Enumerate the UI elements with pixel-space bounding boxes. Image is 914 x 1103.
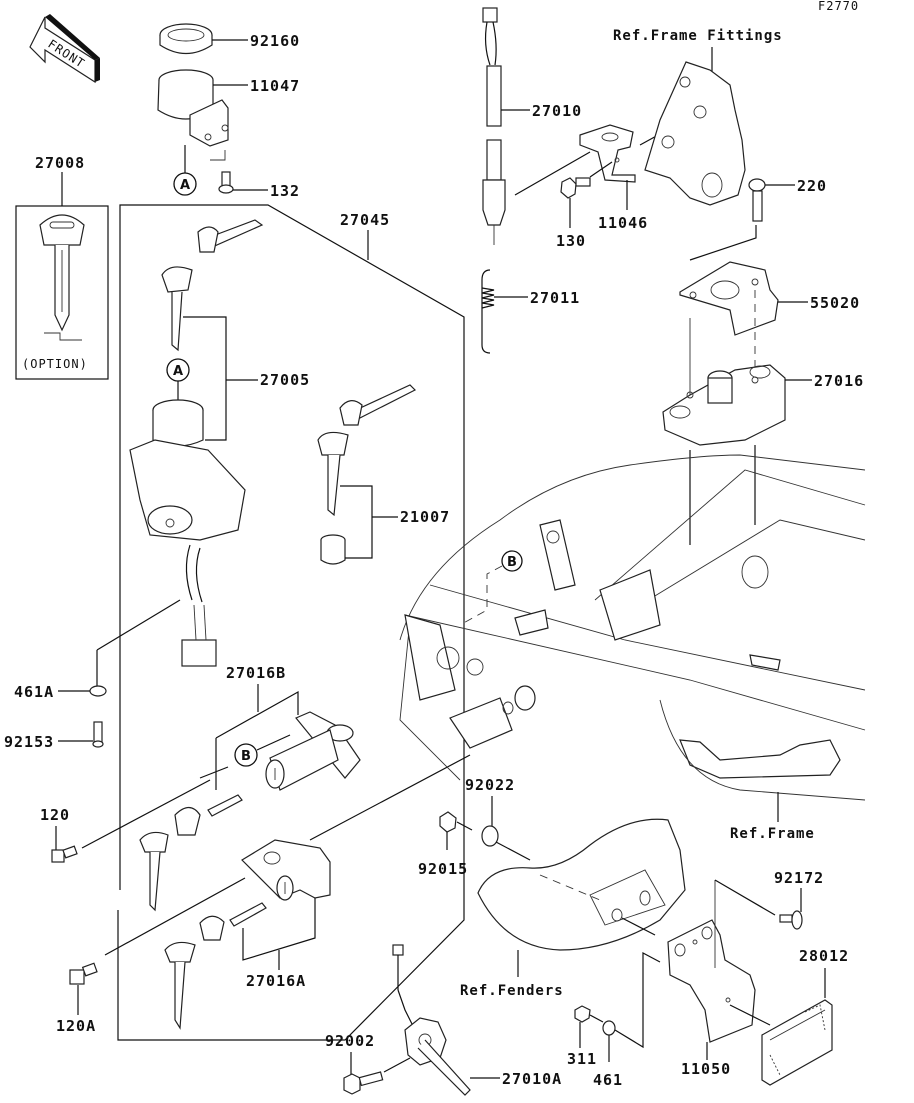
option-key-box — [15, 205, 109, 380]
label-27045: 27045 — [340, 211, 390, 229]
svg-text:A: A — [180, 178, 190, 193]
part-27005-keys — [161, 219, 264, 352]
svg-text:B: B — [241, 749, 251, 764]
figure-code: F2770 — [818, 0, 859, 13]
label-120a: 120A — [56, 1017, 96, 1035]
part-27016a-lock — [241, 839, 331, 901]
part-120-screw — [51, 845, 78, 863]
label-92022: 92022 — [465, 776, 515, 794]
label-92172: 92172 — [774, 869, 824, 887]
label-27005: 27005 — [260, 371, 310, 389]
ref-frame-label: Ref.Frame — [730, 826, 815, 842]
option-label: (OPTION) — [22, 357, 88, 371]
part-130-bolt — [560, 177, 591, 199]
label-27008: 27008 — [35, 154, 85, 172]
label-92160: 92160 — [250, 32, 300, 50]
label-92002: 92002 — [325, 1032, 375, 1050]
svg-text:B: B — [507, 555, 517, 570]
kit-27045-outline — [117, 204, 465, 1041]
part-132-screw — [218, 171, 234, 194]
frame-fitting-bracket — [644, 61, 746, 206]
part-27016-lock — [662, 364, 786, 446]
label-55020: 55020 — [810, 294, 860, 312]
fender-ref-part — [477, 818, 686, 951]
front-arrow-icon: FRONT — [29, 14, 100, 84]
label-27016b: 27016B — [226, 664, 286, 682]
part-27010-switch — [482, 7, 506, 245]
part-311-nut — [574, 1005, 591, 1023]
label-28012: 28012 — [799, 947, 849, 965]
marker-b-frame — [501, 550, 523, 572]
frame-assembly — [399, 454, 866, 801]
label-220: 220 — [797, 177, 827, 195]
label-27010: 27010 — [532, 102, 582, 120]
part-92153-bolt — [92, 721, 104, 748]
part-11046-bracket — [579, 124, 636, 183]
part-92015-nut — [439, 811, 457, 833]
part-220-screw — [748, 178, 766, 222]
ref-frame-fittings-label: Ref.Frame Fittings — [613, 28, 783, 44]
key-blank-icon — [39, 214, 85, 341]
label-11046: 11046 — [598, 214, 648, 232]
part-27016b-lock — [265, 711, 361, 791]
part-92172-screw — [779, 910, 803, 930]
ref-fenders-label: Ref.Fenders — [460, 983, 564, 999]
label-132: 132 — [270, 182, 300, 200]
part-11047-holder — [157, 69, 229, 147]
marker-a-top — [173, 172, 197, 196]
label-11047: 11047 — [250, 77, 300, 95]
part-55020-plate — [679, 261, 779, 336]
marker-b-lock — [234, 743, 258, 767]
label-27016a: 27016A — [246, 972, 306, 990]
label-27016: 27016 — [814, 372, 864, 390]
label-461a: 461A — [14, 683, 54, 701]
part-92022-washer — [481, 825, 499, 847]
label-120: 120 — [40, 806, 70, 824]
label-461: 461 — [593, 1071, 623, 1089]
part-27011-spring — [481, 269, 495, 354]
part-120a-screw — [69, 962, 98, 985]
svg-text:A: A — [173, 364, 183, 379]
label-92153: 92153 — [4, 733, 54, 751]
label-92015: 92015 — [418, 860, 468, 878]
part-ignition-switch — [129, 399, 246, 667]
part-461-washer — [602, 1020, 616, 1036]
part-27016b-keys — [139, 794, 243, 912]
part-92002-bolt — [343, 1071, 384, 1095]
part-28012-reflector — [761, 999, 833, 1086]
label-27010a: 27010A — [502, 1070, 562, 1088]
part-461a-washer — [89, 685, 107, 697]
label-130: 130 — [556, 232, 586, 250]
label-311: 311 — [567, 1050, 597, 1068]
part-92160-cap — [159, 23, 213, 55]
part-27010a-switch — [392, 944, 471, 1096]
part-27016a-keys — [164, 902, 267, 1030]
part-21007-keys — [317, 384, 417, 565]
label-21007: 21007 — [400, 508, 450, 526]
label-11050: 11050 — [681, 1060, 731, 1078]
part-11050-bracket — [667, 880, 756, 1043]
label-27011: 27011 — [530, 289, 580, 307]
